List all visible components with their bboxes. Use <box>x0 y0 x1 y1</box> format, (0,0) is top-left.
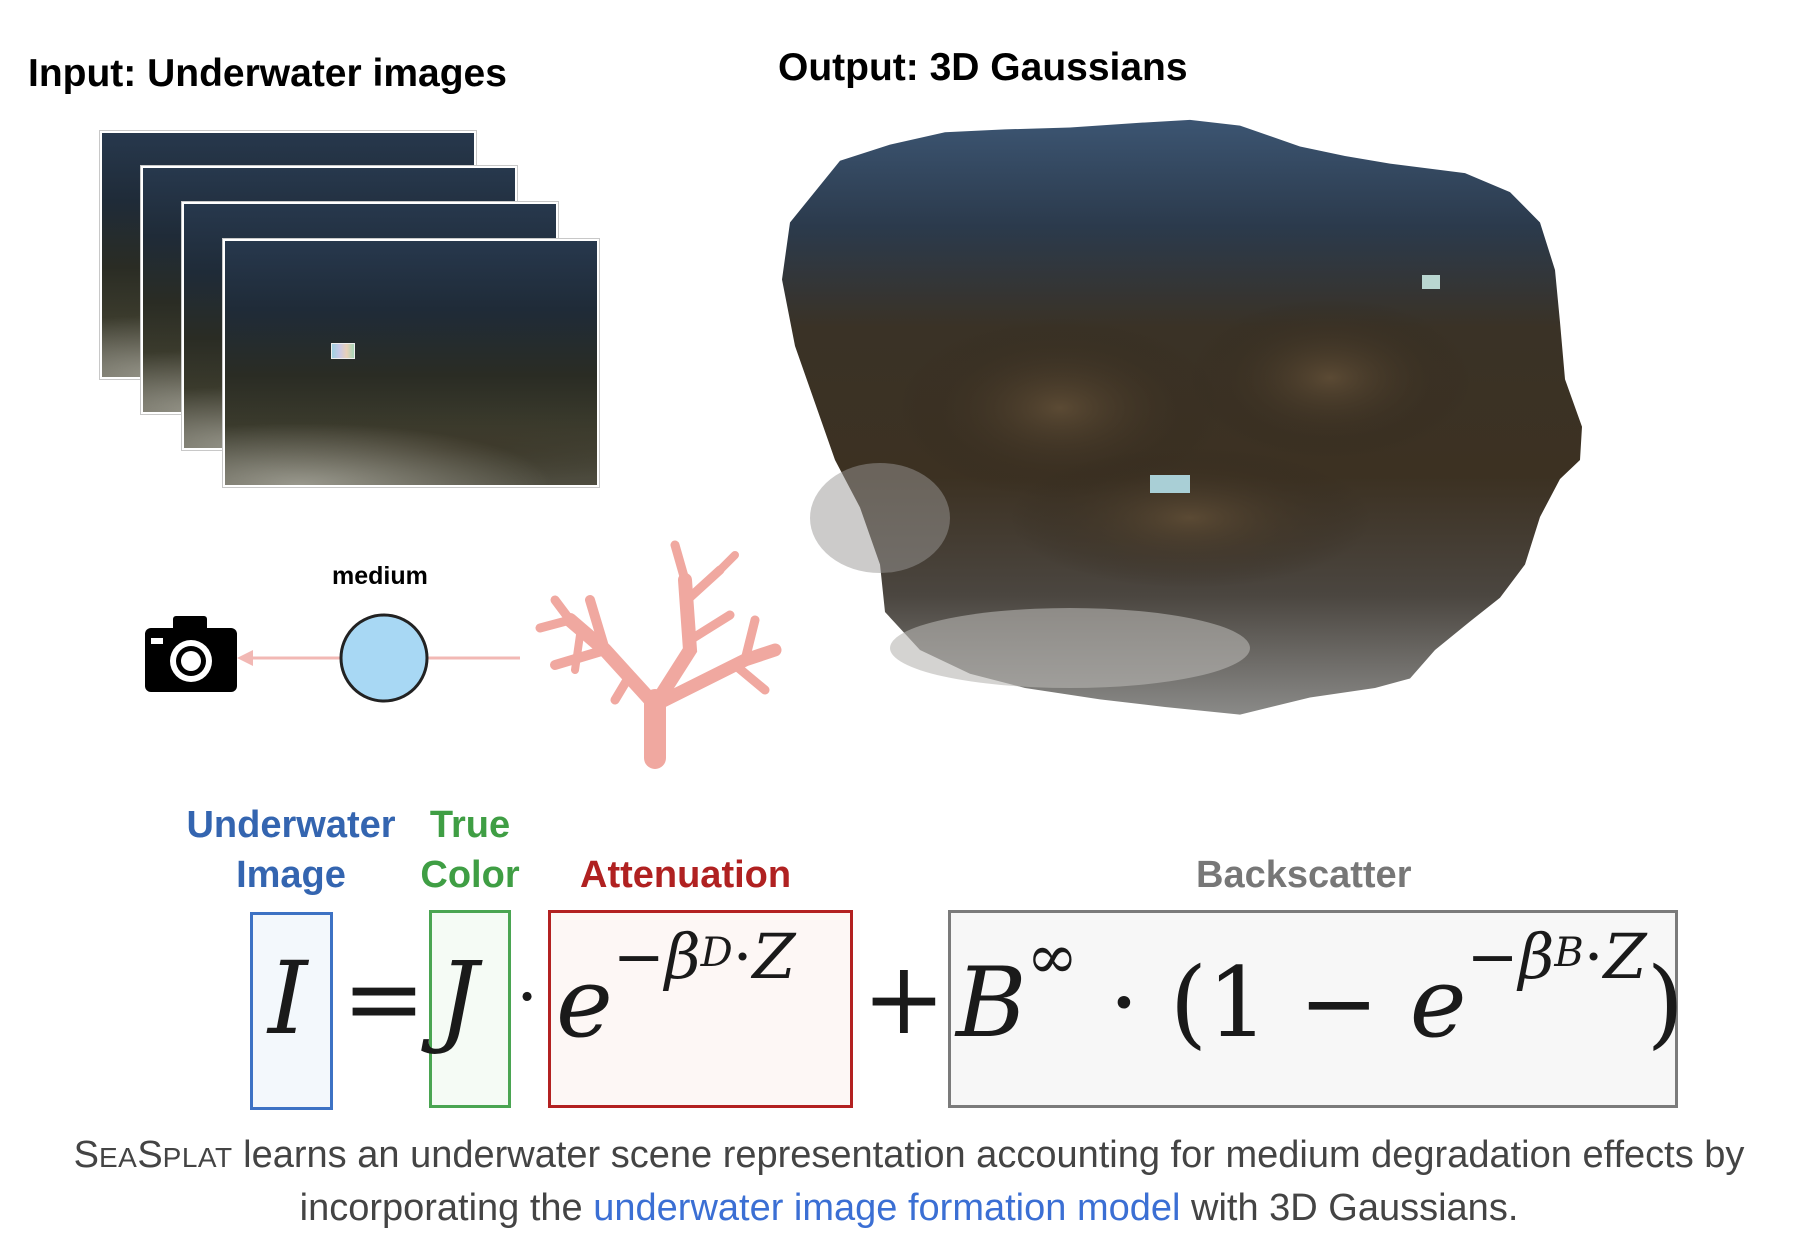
label-underwater-image: Underwater Image <box>186 804 396 896</box>
attenuation-term: e−βD·Z <box>556 920 796 1060</box>
label-attenuation: Attenuation <box>580 854 792 896</box>
backscatter-term: B∞ · (1 − e−βB·Z) <box>956 920 1685 1060</box>
medium-diagram <box>145 540 782 769</box>
symbol-dot: · <box>516 956 539 1038</box>
sandy-floor <box>890 608 1250 688</box>
camera-icon <box>145 616 237 692</box>
box-true-color <box>429 910 511 1108</box>
caption: SEASPLAT learns an underwater scene repr… <box>0 1130 1818 1233</box>
sandy-floor <box>810 463 950 573</box>
symbol-equals: = <box>342 940 426 1057</box>
underwater-image-frame <box>223 239 599 487</box>
output-heading: Output: 3D Gaussians <box>778 46 1188 89</box>
input-heading: Input: Underwater images <box>28 52 507 95</box>
box-attenuation <box>548 910 853 1108</box>
gaussian-splat-reconstruction <box>782 119 1582 715</box>
label-true-color: True Color <box>420 804 520 896</box>
arrow-head <box>237 650 253 666</box>
medium-label: medium <box>332 562 428 590</box>
reef-rock <box>1190 298 1470 458</box>
color-chart-marker <box>331 343 355 359</box>
symbol-plus: + <box>862 940 946 1057</box>
formation-model-link[interactable]: underwater image formation model <box>593 1187 1181 1229</box>
symbol-J: J <box>438 940 479 1057</box>
coral-icon <box>535 540 782 769</box>
medium-circle <box>339 613 429 703</box>
color-chart-marker <box>1150 475 1190 493</box>
box-backscatter <box>948 910 1678 1108</box>
color-chart-marker <box>1422 275 1440 289</box>
symbol-I: I <box>268 940 308 1057</box>
box-underwater-image <box>250 912 333 1110</box>
caption-line-2: incorporating the underwater image forma… <box>299 1187 1519 1229</box>
reef-rock <box>1010 448 1370 588</box>
label-backscatter: Backscatter <box>1196 854 1412 896</box>
caption-line-1: SEASPLAT learns an underwater scene repr… <box>73 1134 1745 1176</box>
